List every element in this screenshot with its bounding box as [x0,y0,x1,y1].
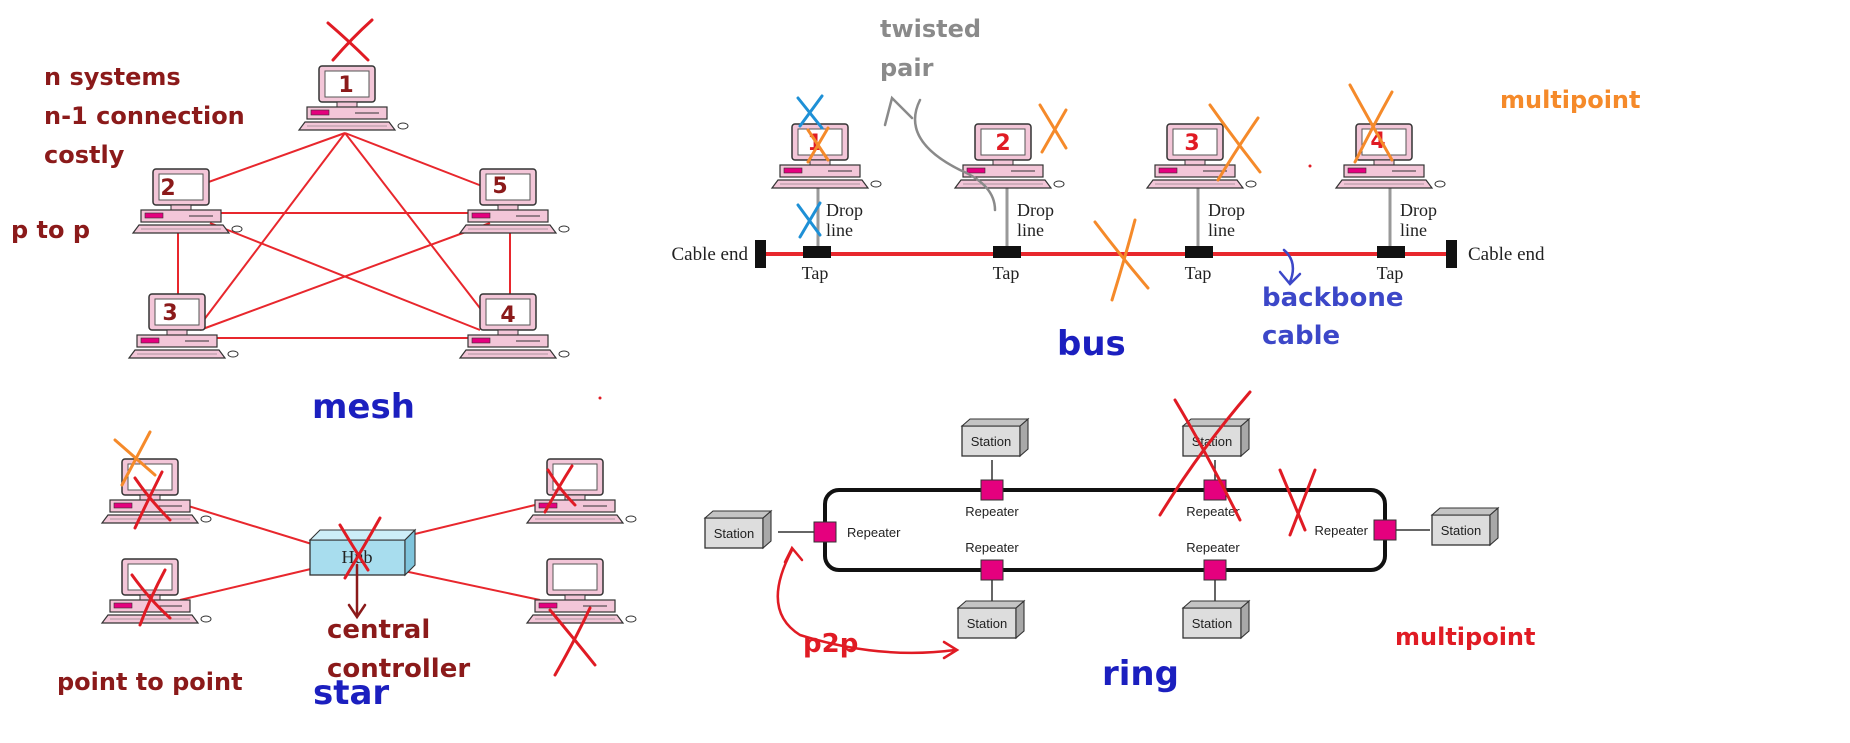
repeater-label: Repeater [965,504,1019,519]
central-controller-arrow [347,563,367,620]
central-controller-note: controller [327,654,470,684]
tap-label: Tap [993,263,1020,283]
cross-mark [130,464,597,677]
computer-number: 3 [1184,131,1199,156]
repeater-label: Repeater [965,540,1019,555]
cable-end-left-label: Cable end [671,244,748,265]
star-point-to-point-note: point to point [57,668,243,696]
mesh-computer-2: 2 [132,168,243,234]
drop-line-label: Drop [1208,200,1245,220]
computer-number: 2 [995,131,1010,156]
twisted-pair-arrow [883,95,997,212]
twisted-pair-note: pair [880,54,934,82]
cross-mark [1093,218,1150,302]
cross-mark [1348,83,1394,164]
mesh-topology: 1 2 5 3 4 n systems n-1 connection costl… [11,18,570,427]
cross-mark [796,94,824,239]
tap-label: Tap [1377,263,1404,283]
mesh-title: mesh [312,387,415,427]
station-label: Station [1441,523,1481,538]
cross-mark [1208,103,1262,182]
ring-station-left: Station [704,510,772,549]
tap-label: Tap [802,263,829,283]
drop-line-label: line [1400,220,1427,240]
cross-mark [1158,390,1317,537]
mesh-note-line: n systems [44,63,181,91]
mesh-note-line: costly [44,141,125,169]
computer-number: 1 [338,73,353,98]
mesh-computer-5: 5 [459,168,570,234]
ring-station-right: Station [1431,507,1499,546]
drop-line-label: Drop [1017,200,1054,220]
hub: Hub [308,528,417,577]
cross-mark [113,430,157,487]
mesh-computer-3: 3 [128,293,239,359]
bus-station-1: Tap Drop line 1 [771,94,882,283]
cable-end-left [755,240,766,268]
repeater-label: Repeater [1186,504,1240,519]
bus-multipoint-note: multipoint [1500,86,1640,114]
p2p-arrow [776,545,960,660]
bus-title: bus [1057,324,1126,364]
bus-topology: Cable end Cable end Tap Drop line 1 Tap … [671,15,1640,364]
computer-number: 4 [1370,129,1385,154]
tap-label: Tap [1185,263,1212,283]
star-computer-bottom-right [526,558,637,624]
cross-mark [806,126,830,164]
bus-station-4: Tap Drop line 4 [1335,83,1446,283]
station-label: Station [1192,616,1232,631]
star-computer-bottom-left [101,558,212,624]
drop-line-label: Drop [1400,200,1437,220]
drop-line-label: Drop [826,200,863,220]
ring-loop [823,488,1387,572]
repeater-label: Repeater [847,525,901,540]
ring-topology: Station Station Station Station Station … [704,390,1535,694]
star-topology: Hub central controller point to point st… [57,430,637,713]
drop-line-label: line [826,220,853,240]
station-label: Station [967,616,1007,631]
ring-title: ring [1102,654,1179,694]
ring-station-bottom-right: Station [1182,600,1250,639]
cable-end-right-label: Cable end [1468,244,1545,265]
drop-line-label: line [1017,220,1044,240]
computer-number: 5 [492,174,507,199]
bus-station-3: Tap Drop line 3 [1146,103,1262,283]
computer-number: 2 [160,176,175,201]
repeater-label: Repeater [1186,540,1240,555]
cross-mark [326,18,374,62]
stray-dot [598,396,602,400]
computer-number: 3 [162,301,177,326]
ring-station-top-right: Station [1182,418,1250,457]
mesh-note-line: n-1 connection [44,102,245,130]
cable-end-right [1446,240,1457,268]
drop-line-label: line [1208,220,1235,240]
ring-p2p-note: p2p [803,629,858,659]
computer-number: 4 [500,303,515,328]
mesh-computer-1: 1 [298,65,409,131]
station-label: Station [971,434,1011,449]
twisted-pair-note: twisted [880,15,981,43]
star-title: star [313,673,389,713]
stray-dot [1308,164,1312,168]
backbone-note: cable [1262,321,1340,351]
ring-station-bottom-left: Station [957,600,1025,639]
repeaters [813,479,1397,581]
mesh-links [177,132,511,339]
repeater-label: Repeater [1315,523,1369,538]
ring-multipoint-note: multipoint [1395,623,1535,651]
central-controller-note: central [327,615,430,645]
backbone-arrow [1278,248,1302,286]
star-computer-top-left [101,458,212,524]
mesh-side-note: p to p [11,216,90,244]
station-label: Station [714,526,754,541]
backbone-note: backbone [1262,283,1403,313]
ring-station-top-left: Station [961,418,1029,457]
bus-station-2: Tap Drop line 2 [954,103,1068,283]
mesh-computer-4: 4 [459,293,570,359]
cross-mark [1038,103,1068,154]
star-computer-top-right [526,458,637,524]
